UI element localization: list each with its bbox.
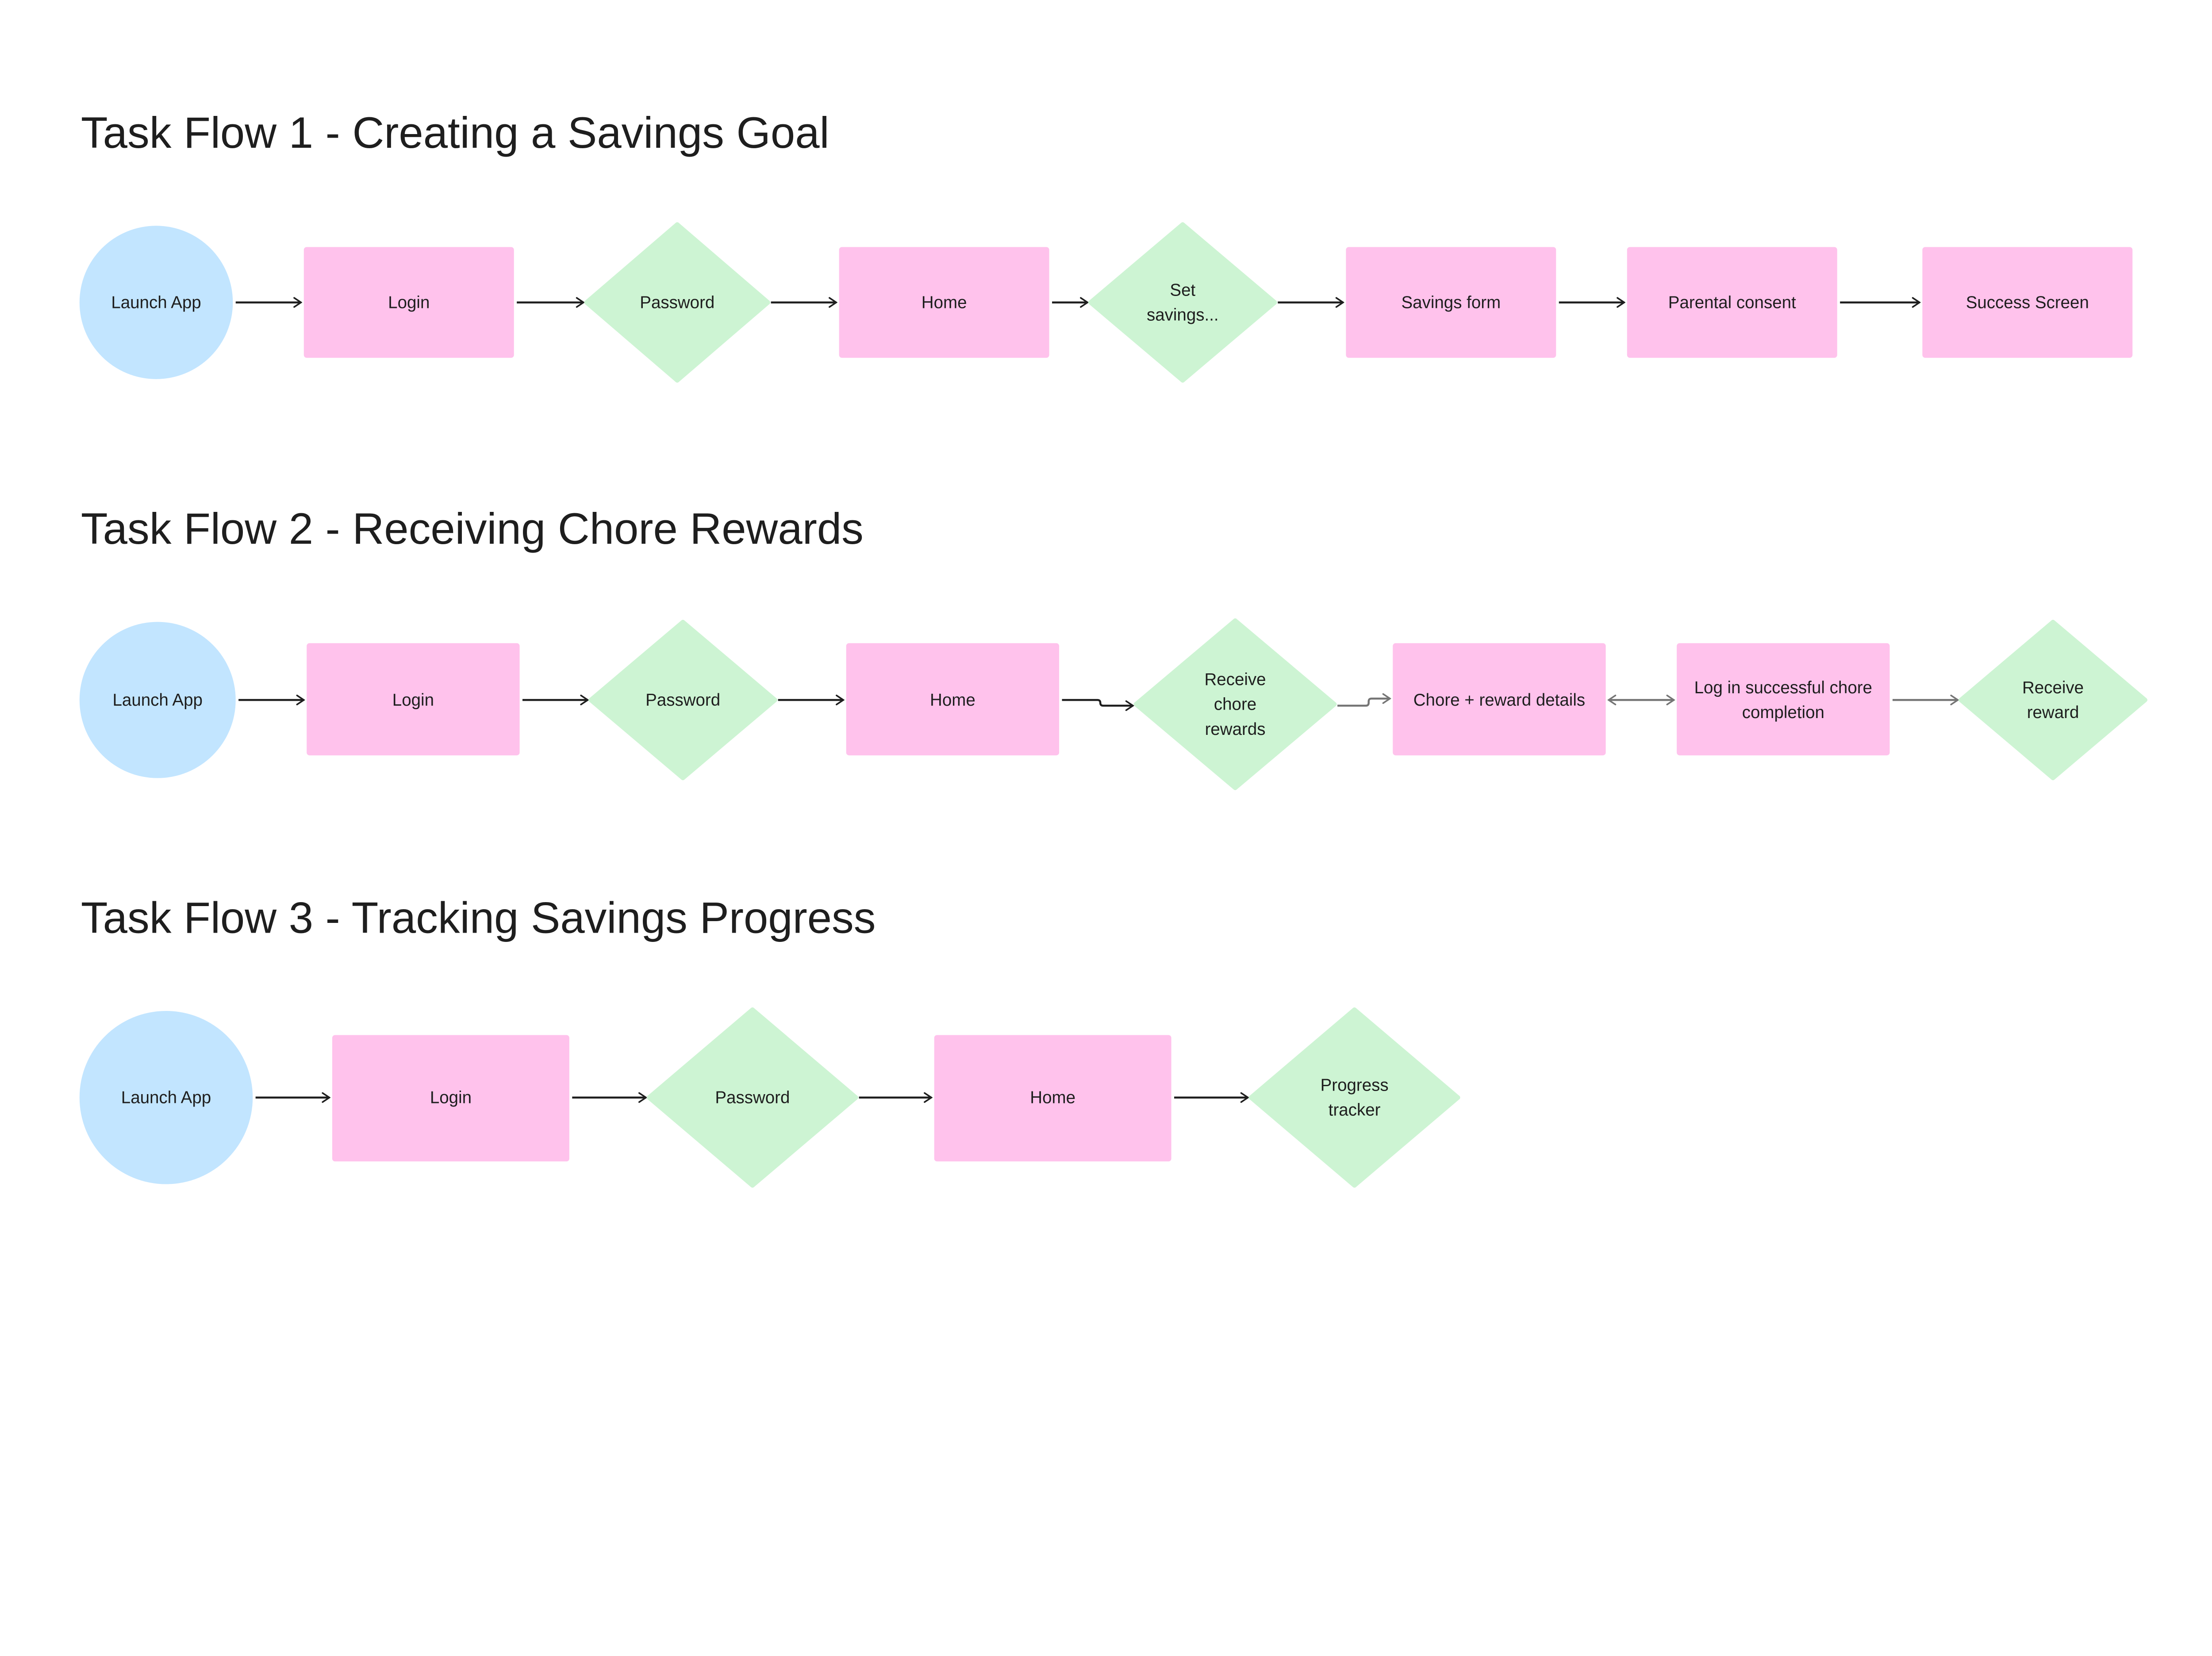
decision-diamond xyxy=(588,619,778,780)
flow-2-title: Task Flow 2 - Receiving Chore Rewards xyxy=(81,504,864,553)
process-rectangle xyxy=(934,1035,1171,1162)
node-label: Savings form xyxy=(1402,293,1501,312)
node-label-line: Chore + reward details xyxy=(1413,691,1585,710)
node-label: Password xyxy=(645,691,720,710)
task-flow-canvas: Task Flow 1 - Creating a Savings Goal Ta… xyxy=(79,108,2147,1188)
decision-diamond xyxy=(584,222,771,383)
node-label: Home xyxy=(922,293,967,312)
node-label-line: Receive xyxy=(2022,678,2084,697)
node-label: Success Screen xyxy=(1966,293,2089,312)
node-label-line: Launch App xyxy=(111,293,201,312)
node-label-line: Progress xyxy=(1321,1076,1389,1095)
node-label-line: Home xyxy=(930,691,975,710)
node-label-line: Home xyxy=(1030,1088,1075,1107)
arrow-connector xyxy=(1062,699,1133,706)
process-rectangle xyxy=(332,1035,569,1162)
node-label-line: Login xyxy=(388,293,430,312)
node-label-line: Set xyxy=(1170,280,1195,300)
node-label: Login xyxy=(430,1088,472,1107)
flow-3-node-home[interactable]: Home xyxy=(934,1035,1171,1162)
start-circle xyxy=(79,226,233,379)
node-label-line: Success Screen xyxy=(1966,293,2089,312)
flow-2-node-password[interactable]: Password xyxy=(588,619,778,780)
decision-diamond xyxy=(1248,1007,1460,1188)
node-label: Receive chore rewards xyxy=(1204,670,1266,738)
node-label-line: tracker xyxy=(1329,1101,1381,1120)
decision-diamond xyxy=(1959,619,2147,780)
process-rectangle xyxy=(846,643,1060,756)
node-label: Login xyxy=(388,293,430,312)
process-rectangle xyxy=(303,247,514,358)
node-label-line: Password xyxy=(715,1088,790,1107)
flow-1-node-parental-consent[interactable]: Parental consent xyxy=(1627,247,1837,358)
process-rectangle xyxy=(1627,247,1837,358)
flow-1-node-password[interactable]: Password xyxy=(584,222,771,383)
process-rectangle xyxy=(1922,247,2133,358)
flow-1-node-set-savings[interactable]: Set savings... xyxy=(1088,222,1277,383)
node-label-line: Log in successful chore xyxy=(1694,678,1872,697)
node-label: Parental consent xyxy=(1668,293,1796,312)
node-label-line: Launch App xyxy=(113,691,203,710)
flow-2-node-log-in-successful-chore-completion[interactable]: Log in successful chore completion xyxy=(1677,643,1890,756)
node-label-line: Receive xyxy=(1204,670,1266,689)
flow-2-node-receive-chore-rewards[interactable]: Receive chore rewards xyxy=(1133,618,1337,790)
node-label-line: Login xyxy=(430,1088,472,1107)
connectors xyxy=(235,303,1958,1098)
flow-1-title: Task Flow 1 - Creating a Savings Goal xyxy=(81,108,830,158)
node-label-line: chore xyxy=(1214,695,1256,714)
flow-1-node-login[interactable]: Login xyxy=(303,247,514,358)
process-rectangle xyxy=(1677,643,1890,756)
node-label: Launch App xyxy=(113,691,203,710)
node-label: Home xyxy=(930,691,975,710)
decision-diamond xyxy=(646,1007,858,1188)
process-rectangle xyxy=(1346,247,1556,358)
flow-1-node-success-screen[interactable]: Success Screen xyxy=(1922,247,2133,358)
flow-1-node-home[interactable]: Home xyxy=(839,247,1049,358)
node-label: Log in successful chore completion xyxy=(1694,678,1872,722)
flow-3-node-login[interactable]: Login xyxy=(332,1035,569,1162)
node-label: Password xyxy=(715,1088,790,1107)
flow-2-node-home[interactable]: Home xyxy=(846,643,1060,756)
process-rectangle xyxy=(307,643,520,756)
flow-2-node-receive-reward[interactable]: Receive reward xyxy=(1959,619,2147,780)
node-label: Launch App xyxy=(121,1088,211,1107)
start-circle xyxy=(79,622,236,778)
node-label: Chore + reward details xyxy=(1413,691,1585,710)
process-rectangle xyxy=(839,247,1049,358)
node-label: Launch App xyxy=(111,293,201,312)
node-label-line: Login xyxy=(392,691,434,710)
flow-3-title: Task Flow 3 - Tracking Savings Progress xyxy=(81,893,876,942)
node-label-line: Password xyxy=(645,691,720,710)
flow-3-node-launch-app[interactable]: Launch App xyxy=(79,1011,253,1184)
flow-1-node-savings-form[interactable]: Savings form xyxy=(1346,247,1556,358)
node-label: Home xyxy=(1030,1088,1075,1107)
node-label-line: savings... xyxy=(1147,305,1219,324)
node-label-line: rewards xyxy=(1205,720,1266,739)
node-label-line: Savings form xyxy=(1402,293,1501,312)
flow-3-node-progress-tracker[interactable]: Progress tracker xyxy=(1248,1007,1460,1188)
node-label-line: completion xyxy=(1742,703,1824,722)
arrow-connector xyxy=(1337,699,1390,707)
node-label-line: Password xyxy=(640,293,714,312)
node-label-line: reward xyxy=(2027,703,2079,722)
decision-diamond xyxy=(1088,222,1277,383)
decision-diamond xyxy=(1133,618,1337,790)
node-label: Set savings... xyxy=(1147,280,1219,324)
node-label: Login xyxy=(392,691,434,710)
node-label-line: Home xyxy=(922,293,967,312)
flow-3-node-password[interactable]: Password xyxy=(646,1007,858,1188)
flow-2-node-login[interactable]: Login xyxy=(307,643,520,756)
start-circle xyxy=(79,1011,253,1184)
flow-1-node-launch-app[interactable]: Launch App xyxy=(79,226,233,379)
node-label: Password xyxy=(640,293,714,312)
node-label: Progress tracker xyxy=(1321,1076,1389,1119)
node-label: Receive reward xyxy=(2022,678,2084,722)
flow-2-node-chore-reward-details[interactable]: Chore + reward details xyxy=(1393,643,1606,756)
node-label-line: Parental consent xyxy=(1668,293,1796,312)
flow-2-node-launch-app[interactable]: Launch App xyxy=(79,622,236,778)
node-label-line: Launch App xyxy=(121,1088,211,1107)
process-rectangle xyxy=(1393,643,1606,756)
